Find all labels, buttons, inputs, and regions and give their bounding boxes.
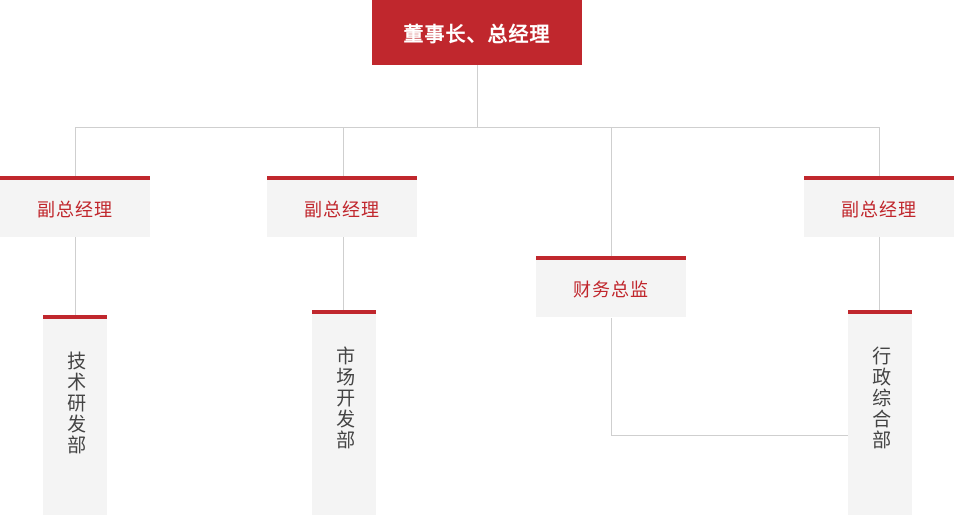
node-department-administration[interactable]: 行政综合部 <box>848 310 912 515</box>
connector-vgm-3-to-dept-3 <box>879 237 880 315</box>
node-department-technology-rd-label: 技术研发部 <box>64 351 87 456</box>
node-department-administration-label: 行政综合部 <box>869 346 892 451</box>
connector-bus-to-vgm-3 <box>879 127 880 176</box>
connector-cfo-to-dept-3 <box>611 435 849 436</box>
node-chairman-general-manager[interactable]: 董事长、总经理 <box>372 0 582 65</box>
connector-cfo-down <box>611 318 612 435</box>
connector-vgm-2-to-dept-2 <box>343 237 344 315</box>
node-vice-general-manager-1[interactable]: 副总经理 <box>0 176 150 237</box>
node-department-market-development-label: 市场开发部 <box>333 346 356 451</box>
connector-bus-to-cfo <box>611 127 612 256</box>
connector-bus-to-vgm-1 <box>75 127 76 176</box>
connector-main-bus <box>75 127 880 128</box>
node-vice-general-manager-2[interactable]: 副总经理 <box>267 176 417 237</box>
node-vice-general-manager-3[interactable]: 副总经理 <box>804 176 954 237</box>
connector-bus-to-vgm-2 <box>343 127 344 176</box>
connector-vgm-1-to-dept-1 <box>75 237 76 315</box>
node-department-technology-rd[interactable]: 技术研发部 <box>43 315 107 515</box>
connector-root-down <box>477 65 478 127</box>
node-department-market-development[interactable]: 市场开发部 <box>312 310 376 515</box>
node-chief-financial-officer[interactable]: 财务总监 <box>536 256 686 317</box>
